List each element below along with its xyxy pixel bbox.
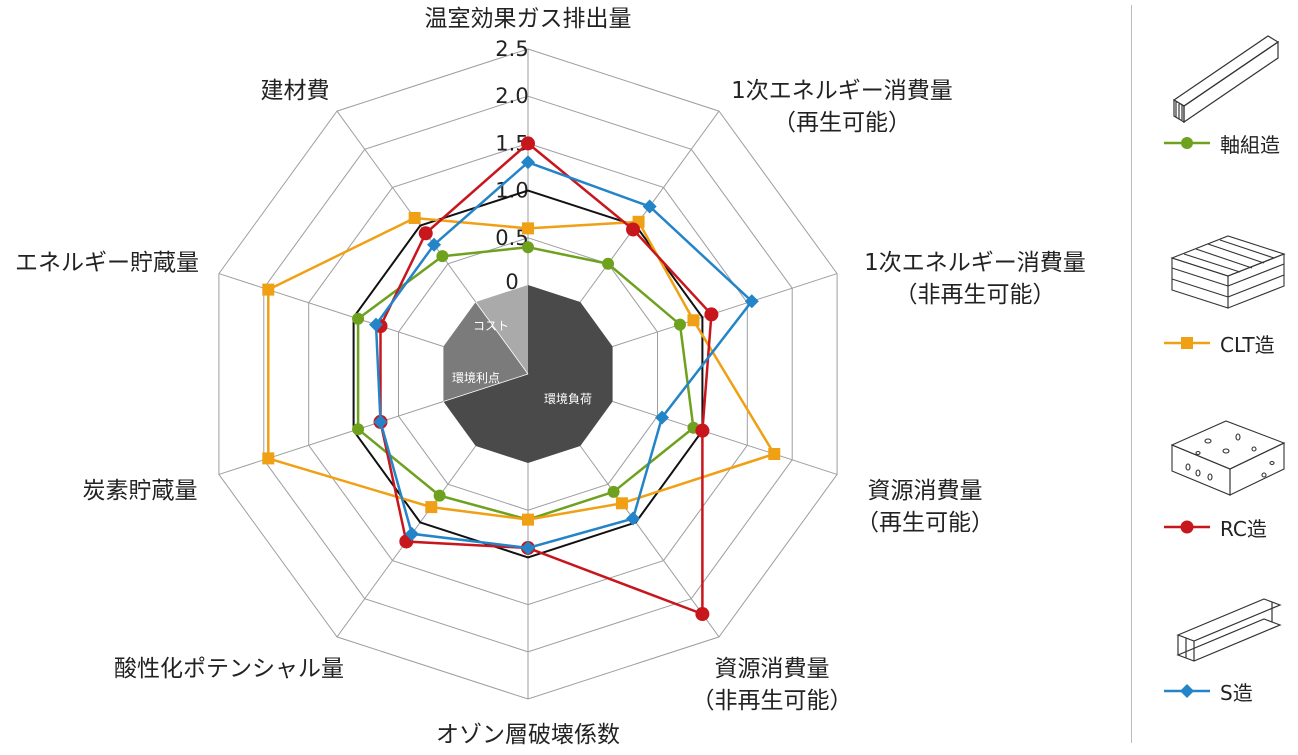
data-point-s1-4 [615,497,628,510]
sector-divider-1 [475,301,529,375]
legend-label: RC造 [1220,516,1267,541]
axis-label-6-0: 酸性化ポテンシャル量 [114,656,344,682]
grid-spoke-3 [612,401,838,475]
axis-label-8-0: エネルギー貯蔵量 [15,250,199,276]
data-point-s0-7 [352,423,365,436]
sector-2 [475,285,528,374]
data-point-s3-9 [427,237,442,252]
axis-label-3-1: （再生可能） [856,510,994,536]
tick-label-0: 0 [505,270,518,294]
data-point-s3-5 [521,540,535,555]
data-point-s3-4 [626,511,641,526]
rc-block-picture [1170,420,1286,496]
data-point-s3-2 [744,294,759,309]
data-point-s0-4 [607,485,620,498]
data-point-s0-9 [436,250,449,263]
data-point-s0-8 [352,312,365,325]
axis-label-2-0: 1次エネルギー消費量 [864,250,1086,276]
data-point-s2-0 [521,136,535,151]
axis-label-4-0: 資源消費量 [715,656,830,682]
data-point-s2-3 [695,423,710,438]
legend-item-rc: RC造 [1162,512,1267,542]
data-point-s1-2 [687,314,700,327]
grid-spoke-4 [579,445,720,638]
data-point-s1-7 [262,452,275,465]
legend-marker-circle-green [1164,137,1210,149]
radar-chart: 環境負荷環境利点コスト00.51.01.52.02.5温室効果ガス排出量1次エネ… [15,6,1086,748]
data-point-s2-4 [695,607,710,622]
legend-label: S造 [1220,680,1253,705]
legend-label: 軸組造 [1220,132,1280,157]
data-point-s3-6 [404,526,419,541]
data-point-s3-3 [655,410,670,425]
data-point-s1-5 [522,513,534,526]
axis-label-9-0: 建材費 [261,78,330,104]
grid-spoke-9 [336,110,477,303]
sector-label-1: 環境利点 [452,370,500,385]
data-point-s1-3 [768,448,781,461]
legend-item-steel: S造 [1162,676,1253,706]
legend-marker-circle-red [1164,520,1210,534]
sector-1 [443,302,528,402]
data-point-s2-9 [418,226,433,241]
axis-label-3-0: 資源消費量 [868,478,983,504]
data-point-s1-8 [262,283,275,296]
data-point-s3-0 [521,155,535,170]
data-point-s0-0 [522,241,534,254]
sector-divider-0 [443,373,529,402]
legend-marker-square-orange [1164,337,1210,349]
data-point-s3-1 [642,199,657,214]
legend-item-clt: CLT造 [1162,328,1275,358]
data-point-s2-1 [626,222,641,237]
data-point-s0-1 [602,257,615,270]
axis-label-2-1: （非再生可能） [895,282,1056,308]
axis-label-4-1: （非再生可能） [692,688,853,714]
axis-label-0-0: 温室効果ガス排出量 [425,6,632,32]
tick-label-5: 2.5 [495,37,528,61]
grid-spoke-8 [218,273,444,347]
data-point-s3-7 [373,414,388,429]
data-point-s0-2 [673,318,686,331]
grid-spoke-2 [612,273,838,347]
data-point-s1-9 [408,211,421,224]
data-point-s0-6 [433,489,446,502]
grid-spoke-7 [218,401,444,475]
legend-divider [1131,5,1132,743]
data-point-s1-0 [522,222,534,235]
sector-label-2: コスト [473,319,509,333]
sector-label-0: 環境負荷 [544,391,592,406]
legend-marker-diamond-blue [1164,684,1210,698]
data-point-s2-2 [704,307,719,322]
axis-label-5-0: オゾン層破壊係数 [436,722,620,748]
data-point-s1-6 [425,501,438,514]
steel-beam-picture [1176,598,1282,662]
legend-label: CLT造 [1220,332,1275,357]
axis-label-1-1: （再生可能） [773,110,911,136]
clt-panel-picture [1170,235,1286,309]
axis-label-1-0: 1次エネルギー消費量 [731,78,953,104]
baseline-polygon [352,189,704,559]
timber-frame-picture [1172,35,1280,123]
axis-label-7-0: 炭素貯蔵量 [83,478,198,504]
tick-label-4: 2.0 [495,84,528,108]
legend-item-timber-frame: 軸組造 [1162,128,1280,158]
data-point-s3-8 [369,317,384,332]
